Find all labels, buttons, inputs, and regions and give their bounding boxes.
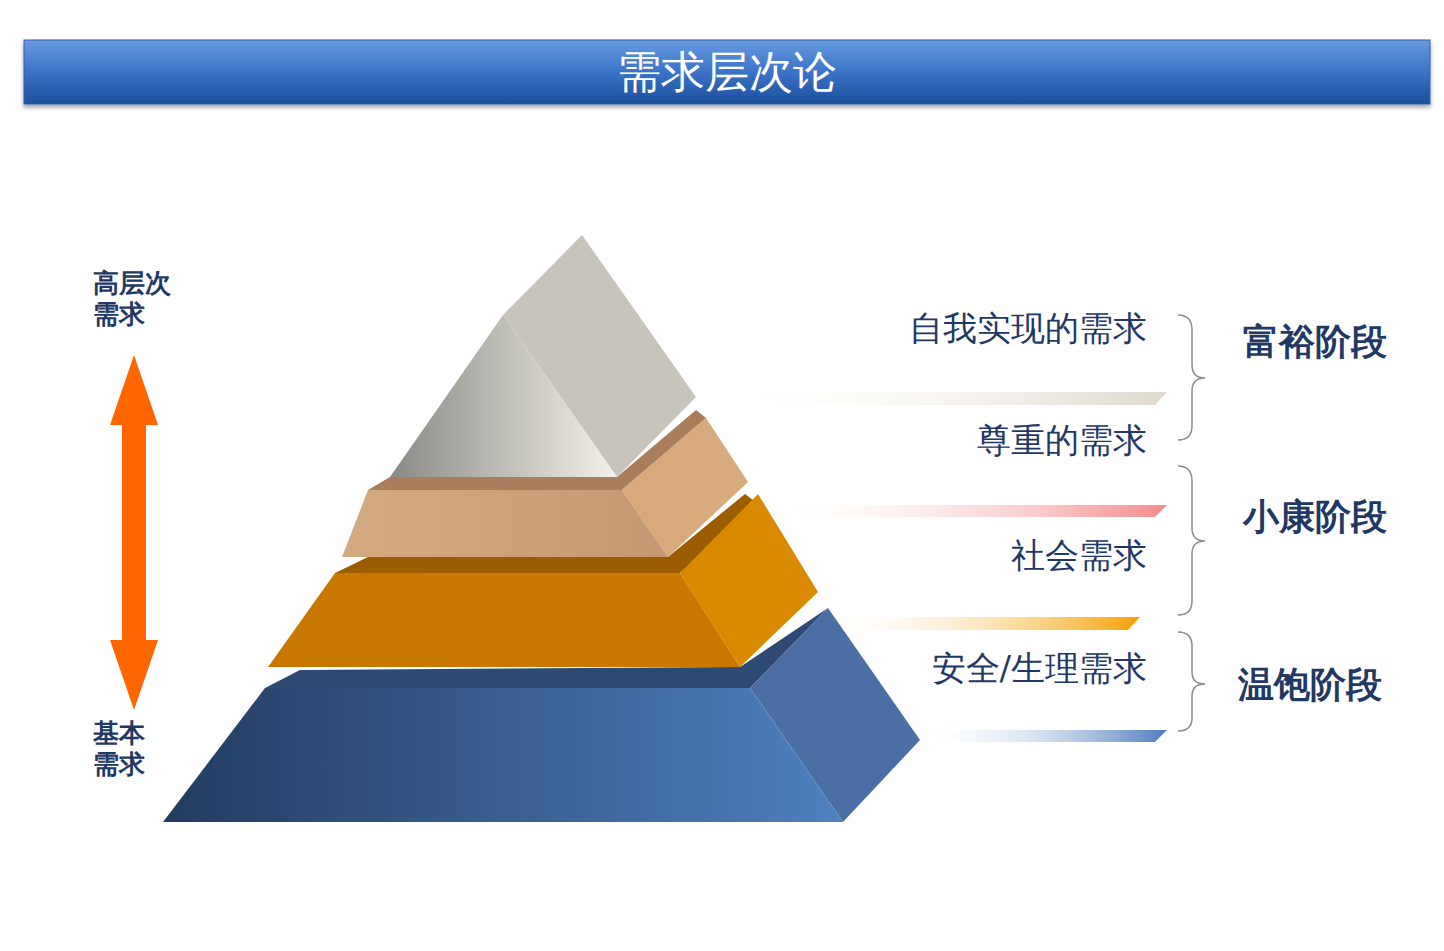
pyramid-layer xyxy=(342,490,668,557)
title-text: 需求层次论 xyxy=(24,40,1430,104)
stage-label: 富裕阶段 xyxy=(1243,320,1387,363)
pyramid-layer xyxy=(268,573,740,667)
need-label: 社会需求 xyxy=(1011,535,1147,576)
title-bar xyxy=(24,40,1430,104)
curly-brace xyxy=(1178,315,1205,731)
pyramid-layer xyxy=(390,315,617,477)
pyramid-layer xyxy=(163,688,843,822)
need-label: 安全/生理需求 xyxy=(932,648,1147,689)
double-arrow xyxy=(110,355,158,710)
leader-bar xyxy=(700,392,1167,405)
axis-label: 基本 需求 xyxy=(93,718,179,780)
leader-bar xyxy=(915,730,1167,742)
stage-label: 温饱阶段 xyxy=(1238,663,1382,706)
need-label: 尊重的需求 xyxy=(977,420,1147,461)
leader-bar xyxy=(820,617,1140,630)
axis-label: 高层次 需求 xyxy=(93,268,179,330)
stage-label: 小康阶段 xyxy=(1243,495,1387,538)
leader-bar xyxy=(760,505,1167,517)
need-label: 自我实现的需求 xyxy=(909,308,1147,349)
